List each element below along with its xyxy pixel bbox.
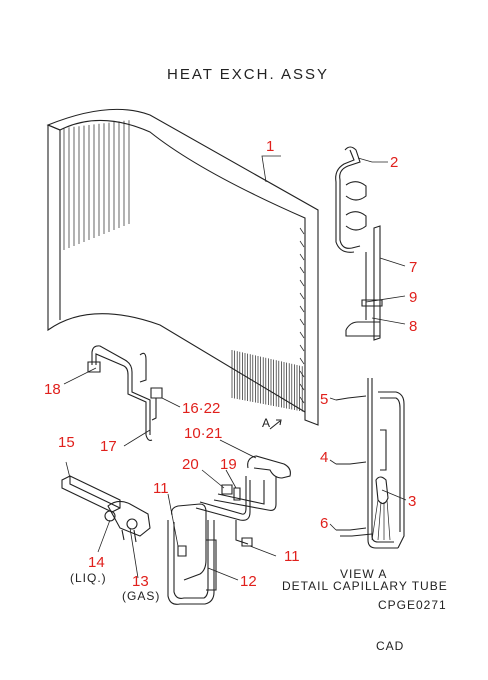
part-labels: 1 2 7 9 8 5 4 3 6 18 16·22 17 10·21 15 2…	[44, 138, 417, 590]
label-part-11-a: 11	[153, 480, 169, 497]
label-part-3: 3	[408, 493, 416, 510]
label-part-12: 12	[240, 573, 257, 590]
label-part-5: 5	[320, 391, 328, 408]
capillary-tube-detail	[335, 378, 405, 549]
view-a-arrow: A	[262, 416, 282, 430]
label-part-9: 9	[409, 289, 417, 306]
label-part-18: 18	[44, 381, 61, 398]
label-part-4: 4	[320, 449, 328, 466]
label-part-8: 8	[409, 318, 417, 335]
label-part-19: 19	[220, 456, 237, 473]
heat-exchanger-coil	[46, 108, 319, 426]
label-part-2: 2	[390, 154, 398, 171]
label-part-13: 13	[132, 573, 149, 590]
u-bend-tube	[335, 146, 367, 253]
label-part-11-b: 11	[284, 548, 300, 565]
label-part-10-21: 10·21	[184, 425, 222, 442]
valve-plate-assembly	[61, 475, 151, 543]
leader-lines	[63, 155, 407, 581]
label-part-14: 14	[88, 554, 105, 571]
label-part-15: 15	[58, 434, 75, 451]
end-plate-bracket	[345, 225, 383, 341]
label-part-16-22: 16·22	[182, 400, 220, 417]
svg-text:A: A	[262, 416, 271, 430]
view-caption: VIEW A	[340, 567, 387, 581]
piping-assembly	[167, 455, 291, 605]
label-part-17: 17	[100, 438, 117, 455]
liquid-label: (LIQ.)	[70, 571, 107, 585]
footer-cad: CAD	[376, 639, 404, 653]
drawing-code: CPGE0271	[378, 598, 447, 612]
label-part-1: 1	[266, 138, 274, 155]
gas-label: (GAS)	[122, 589, 160, 603]
diagram-title: HEAT EXCH. ASSY	[167, 66, 329, 83]
label-part-20: 20	[182, 456, 199, 473]
thermistor-pipe-set	[87, 345, 163, 441]
view-subcaption: DETAIL CAPILLARY TUBE	[282, 579, 448, 593]
label-part-7: 7	[409, 259, 417, 276]
label-part-6: 6	[320, 515, 328, 532]
